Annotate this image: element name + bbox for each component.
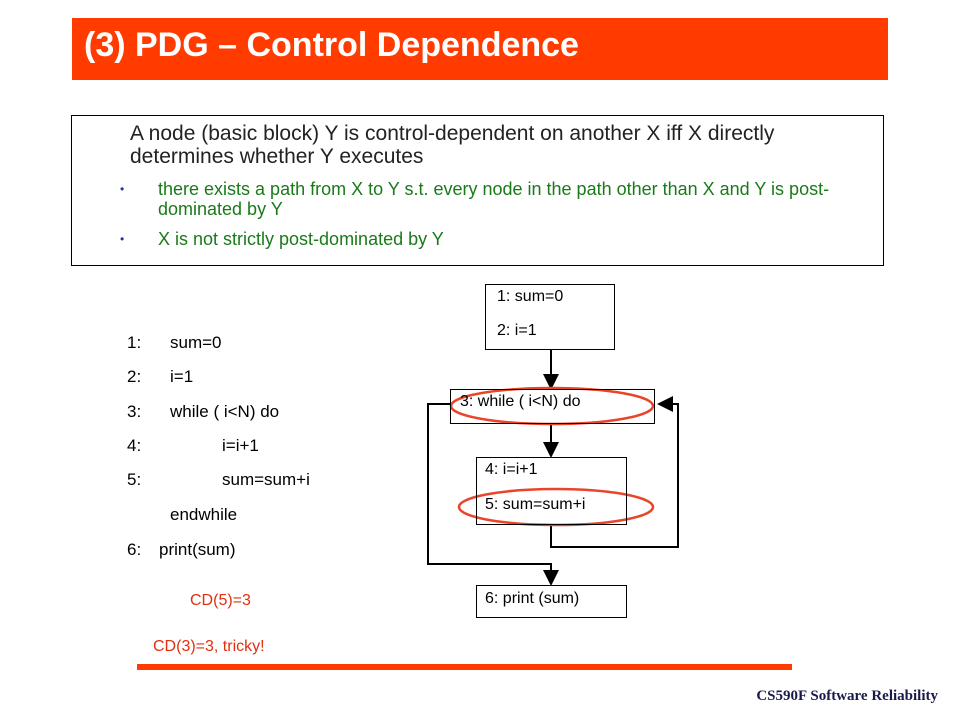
code-line-number: 6: <box>127 540 142 559</box>
cfg-node-1-2: 1: sum=0 2: i=1 <box>485 284 615 350</box>
course-footer: CS590F Software Reliability <box>756 688 938 704</box>
definition-bullet-1: • there exists a path from X to Y s.t. e… <box>120 179 858 219</box>
cfg-node-6: 6: print (sum) <box>476 585 627 618</box>
bottom-accent-bar <box>137 664 792 670</box>
code-line-text: sum=sum+i <box>222 470 310 489</box>
slide-title: (3) PDG – Control Dependence <box>84 26 579 64</box>
bullet-1-text: there exists a path from X to Y s.t. eve… <box>158 179 830 219</box>
code-line-text: i=i+1 <box>222 436 259 455</box>
cfg-node-4-5: 4: i=i+1 5: sum=sum+i <box>476 457 627 525</box>
cfg-node-3: 3: while ( i<N) do <box>450 389 655 424</box>
title-bar: (3) PDG – Control Dependence <box>72 18 888 80</box>
code-line-number: 4: <box>127 436 142 455</box>
edge-3-to-6 <box>427 403 559 586</box>
code-line-text: print(sum) <box>159 540 236 559</box>
code-line-text: endwhile <box>170 505 238 524</box>
code-line-number: 3: <box>127 402 142 421</box>
code-line-text: i=1 <box>170 367 194 386</box>
cfg-node-3-text: 3: while ( i<N) do <box>460 393 581 410</box>
code-line-number: 1: <box>127 333 142 352</box>
cfg-node-4-text: 4: i=i+1 <box>485 461 538 478</box>
bullet-dot-icon: • <box>120 182 125 196</box>
highlight-ellipse-node-5 <box>457 487 655 527</box>
bullet-dot-icon: • <box>120 232 125 246</box>
highlight-ellipse-node-3 <box>449 386 655 426</box>
code-line-text: sum=0 <box>170 333 222 352</box>
bullet-2-text: X is not strictly post-dominated by Y <box>158 229 444 249</box>
definition-text: A node (basic block) Y is control-depend… <box>130 122 775 168</box>
cfg-node-2-text: 2: i=1 <box>497 322 537 339</box>
definition-bullet-2: • X is not strictly post-dominated by Y <box>120 229 858 249</box>
cd-annotation-5: CD(5)=3 <box>190 592 251 609</box>
code-line-number: 2: <box>127 367 142 386</box>
definition-box: A node (basic block) Y is control-depend… <box>71 115 884 266</box>
edge-5-to-3 <box>550 396 679 548</box>
cfg-node-5-text: 5: sum=sum+i <box>485 496 586 513</box>
cd-annotation-3: CD(3)=3, tricky! <box>153 638 265 655</box>
code-line-number: 5: <box>127 470 142 489</box>
code-line-text: while ( i<N) do <box>170 402 280 421</box>
cfg-node-6-text: 6: print (sum) <box>485 590 580 607</box>
cfg-node-1-text: 1: sum=0 <box>497 288 564 305</box>
